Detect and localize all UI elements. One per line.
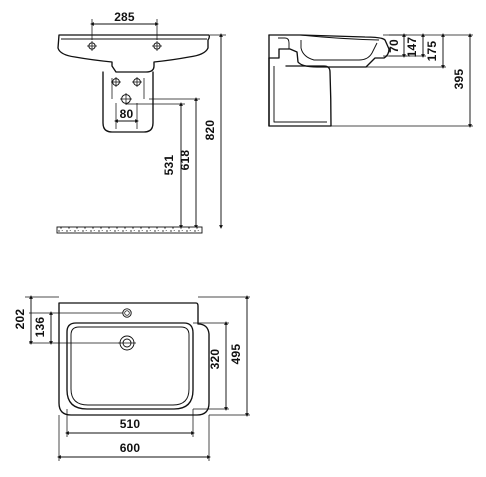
basin-side-rim (299, 34, 380, 41)
faucet-hole-left (87, 41, 97, 51)
tap-hole-dimension: 136 (29, 311, 123, 345)
dim-outer-depth: 495 (229, 344, 243, 365)
dim-inner-depth: 320 (208, 349, 222, 370)
dim-basin-depth: 175 (425, 41, 439, 62)
inner-depth-dimension: 320 (193, 321, 229, 411)
height-dimensions: 531 618 820 (126, 33, 226, 229)
basin-depth-dimension: 175 (366, 33, 446, 69)
total-height-dimension: 395 (331, 33, 473, 128)
dim-faucet-spacing: 285 (114, 10, 135, 24)
faucet-spacing-dimension: 285 (90, 10, 159, 40)
drain-hole (118, 335, 136, 351)
side-view: 70 147 175 395 (268, 33, 473, 128)
dim-outer-width: 600 (120, 441, 141, 455)
pedestal-side-inner (273, 66, 327, 123)
trap-width-dimension: 80 (114, 103, 139, 129)
dim-inner-width: 510 (120, 417, 141, 431)
tap-hole (122, 308, 132, 318)
dim-inlet-height: 618 (178, 150, 192, 171)
inner-width-dimension: 510 (65, 409, 195, 437)
basin-top-inner-rim (70, 326, 190, 406)
dim-tap-hole-offset: 136 (33, 317, 47, 338)
pedestal-side (268, 57, 332, 127)
pedestal-mount-points (111, 77, 142, 105)
basin-front-outline (57, 34, 211, 73)
faucet-hole-right (152, 41, 162, 51)
dim-drain-offset: 202 (13, 309, 27, 330)
dim-basin-height: 820 (203, 120, 217, 141)
top-view: 136 202 320 495 510 600 (13, 295, 250, 461)
dim-rim-depth: 70 (387, 39, 401, 53)
pedestal-front-centerline (111, 78, 145, 99)
outer-width-dimension: 600 (57, 415, 211, 461)
dim-trap-width: 80 (120, 107, 134, 121)
rim-depth-dimension: 70 (383, 33, 407, 58)
pedestal-front (102, 71, 154, 133)
drain-offset-dimension: 202 (13, 295, 59, 345)
front-view: 285 80 531 618 820 (56, 10, 226, 234)
floor-line (56, 226, 203, 234)
basin-top-outer (58, 302, 210, 416)
basin-side-inner (278, 37, 378, 61)
basin-top-inner (66, 322, 194, 410)
dim-bowl-depth: 147 (405, 37, 419, 58)
bowl-depth-dimension: 147 (389, 33, 426, 58)
outer-depth-dimension: 495 (198, 295, 250, 417)
dim-total-height: 395 (452, 69, 466, 90)
dim-outlet-height: 531 (162, 155, 176, 176)
basin-side-outline (268, 34, 390, 68)
